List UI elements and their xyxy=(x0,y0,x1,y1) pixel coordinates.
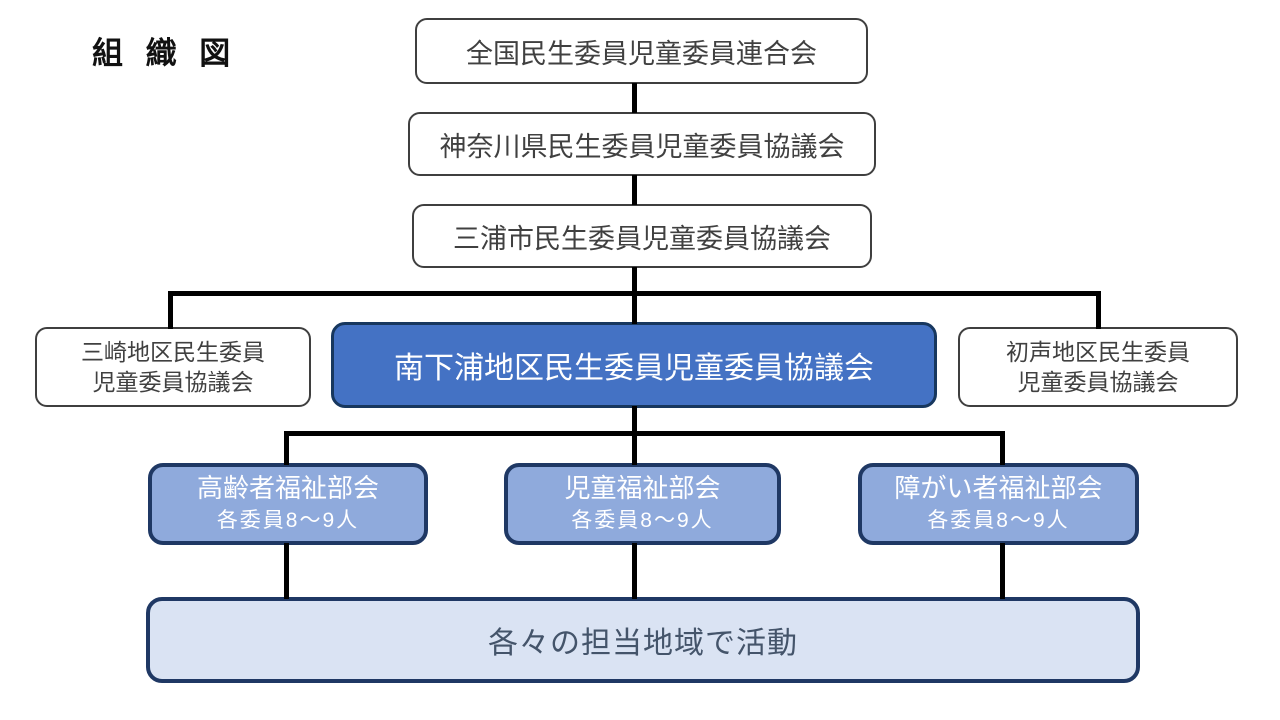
connector-branch-to-hasse xyxy=(1096,291,1101,329)
committee-members: 各委員8～9人 xyxy=(571,509,714,533)
connector-prefecture-to-city xyxy=(632,175,637,205)
committee-members: 各委員8～9人 xyxy=(927,509,1070,533)
node-label-line1: 初声地区民生委員 xyxy=(1006,338,1190,365)
node-committee-elderly-welfare: 高齢者福祉部会 各委員8～9人 xyxy=(148,463,428,545)
connector-branch-to-elderly xyxy=(284,431,289,465)
page-title: 組 織 図 xyxy=(92,36,238,71)
node-prefecture-council: 神奈川県民生委員児童委員協議会 xyxy=(408,112,876,176)
connector-child-to-footer xyxy=(632,543,637,599)
connector-committee-branch-bar xyxy=(284,431,1005,436)
connector-elderly-to-footer xyxy=(284,543,289,599)
node-footer-activity-areas: 各々の担当地域で活動 xyxy=(146,597,1140,683)
node-label: 南下浦地区民生委員児童委員協議会 xyxy=(394,352,874,385)
node-committee-child-welfare: 児童福祉部会 各委員8～9人 xyxy=(504,463,781,545)
node-label-line1: 三崎地区民生委員 xyxy=(81,338,265,365)
connector-branch-to-disability xyxy=(1000,431,1005,465)
committee-members: 各委員8～9人 xyxy=(216,509,360,533)
node-national-federation: 全国民生委員児童委員連合会 xyxy=(415,18,868,84)
committee-name: 障がい者福祉部会 xyxy=(894,472,1103,503)
connector-branch-to-misaki xyxy=(168,291,173,329)
node-label: 全国民生委員児童委員連合会 xyxy=(466,38,817,69)
connector-disability-to-footer xyxy=(1000,543,1005,599)
connector-national-to-prefecture xyxy=(632,83,637,113)
node-committee-disability-welfare: 障がい者福祉部会 各委員8～9人 xyxy=(858,463,1139,545)
node-district-hasse: 初声地区民生委員 児童委員協議会 xyxy=(958,327,1238,407)
node-city-council: 三浦市民生委員児童委員協議会 xyxy=(412,204,872,268)
node-district-minamishitaura-highlighted: 南下浦地区民生委員児童委員協議会 xyxy=(331,322,937,408)
connector-district-branch-bar xyxy=(168,291,1101,296)
node-label-line2: 児童委員協議会 xyxy=(1017,369,1179,395)
committee-name: 高齢者福祉部会 xyxy=(196,472,379,503)
node-label: 三浦市民生委員児童委員協議会 xyxy=(453,223,831,254)
node-label: 神奈川県民生委員児童委員協議会 xyxy=(439,131,845,162)
node-label: 各々の担当地域で活動 xyxy=(488,627,798,660)
node-label-line2: 児童委員協議会 xyxy=(92,369,254,395)
node-district-misaki: 三崎地区民生委員 児童委員協議会 xyxy=(35,327,311,407)
committee-name: 児童福祉部会 xyxy=(564,472,721,503)
